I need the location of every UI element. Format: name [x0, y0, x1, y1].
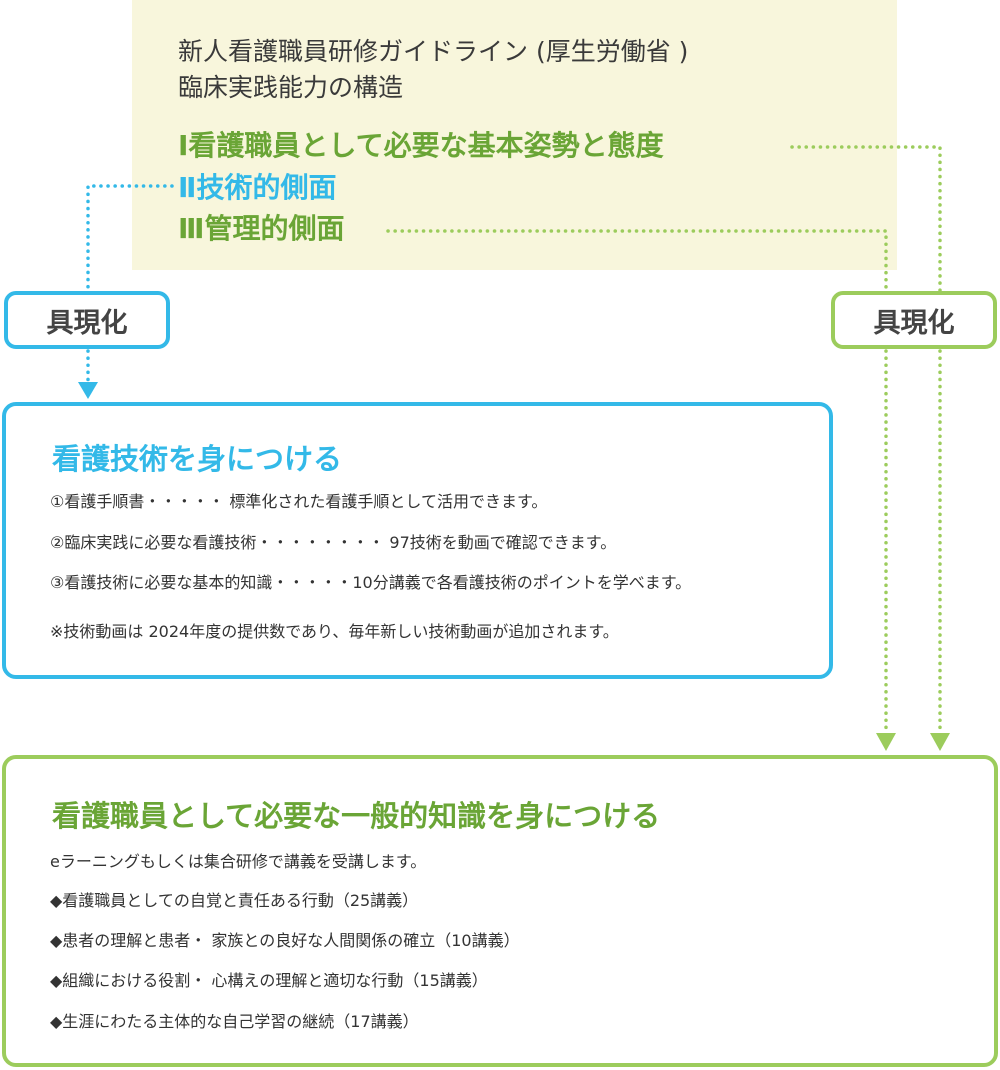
general-knowledge-box: 看護職員として必要な一般的知識を身につける eラーニングもしくは集合研修で講義を…: [2, 755, 998, 1067]
technical-box-note: ※技術動画は 2024年度の提供数であり、毎年新しい技術動画が追加されます。: [50, 622, 619, 641]
general-box-heading: 看護職員として必要な一般的知識を身につける: [52, 799, 661, 833]
blue-arrowhead: [78, 382, 98, 399]
general-item-3: ◆組織における役割・ 心構えの理解と適切な行動（15講義）: [50, 971, 488, 990]
technical-item-knowledge: ③看護技術に必要な基本的知識・・・・・10分講義で各看護技術のポイントを学べます…: [50, 573, 692, 592]
aspect-technical: Ⅱ技術的側面: [178, 171, 337, 204]
general-box-intro: eラーニングもしくは集合研修で講義を受講します。: [50, 852, 427, 871]
title-line-1: 新人看護職員研修ガイドライン (厚生労働省 ): [178, 37, 689, 66]
technical-item-procedures: ①看護手順書・・・・・ 標準化された看護手順として活用できます。: [50, 492, 548, 511]
technical-item-skills: ②臨床実践に必要な看護技術・・・・・・・・ 97技術を動画で確認できます。: [50, 533, 617, 552]
title-line-2: 臨床実践能力の構造: [178, 73, 404, 102]
general-item-1: ◆看護職員としての自覚と責任ある行動（25講義）: [50, 891, 419, 910]
green-arrowhead-3: [876, 733, 896, 751]
general-item-2: ◆患者の理解と患者・ 家族との良好な人間関係の確立（10講義）: [50, 931, 520, 950]
technical-skills-box: 看護技術を身につける ①看護手順書・・・・・ 標準化された看護手順として活用でき…: [2, 402, 833, 679]
green-arrowhead-1: [930, 733, 950, 751]
aspect-basic-attitude: Ⅰ看護職員として必要な基本姿勢と態度: [178, 129, 664, 162]
general-item-4: ◆生涯にわたる主体的な自己学習の継続（17講義）: [50, 1012, 419, 1031]
technical-box-heading: 看護技術を身につける: [52, 442, 343, 476]
header-panel: [132, 0, 897, 270]
diagram-title: 新人看護職員研修ガイドライン (厚生労働省 ) 臨床実践能力の構造: [178, 34, 688, 106]
embodiment-tag-right: 具現化: [831, 291, 997, 349]
aspect-management: Ⅲ管理的側面: [178, 212, 345, 245]
embodiment-tag-left: 具現化: [4, 291, 170, 349]
